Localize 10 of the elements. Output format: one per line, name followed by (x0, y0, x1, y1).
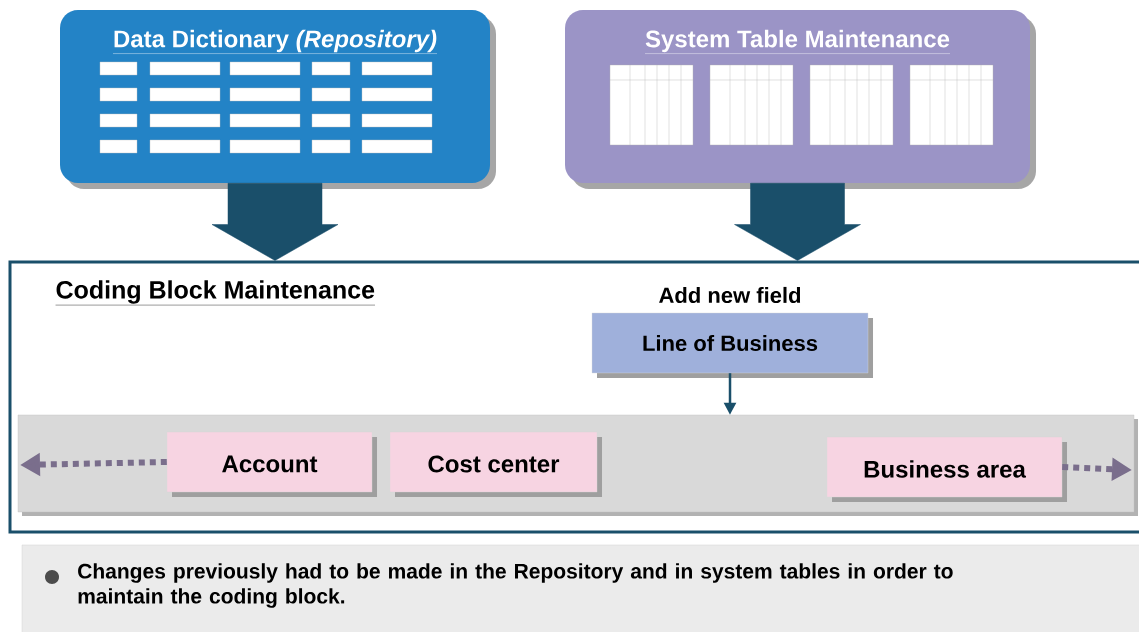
field-box: Business area (826, 436, 1067, 502)
panel-box: Data Dictionary (Repository) (60, 10, 496, 189)
arrow (211, 182, 339, 261)
field-box: Add new field Line of Business (591, 286, 873, 378)
panel-box: System Table Maintenance (565, 10, 1036, 189)
arrow (734, 182, 861, 261)
note-box: Changes previously had to be made in the Repository and in system tables in order to maintain the coding block. (21, 544, 1139, 632)
field-box: Cost center (389, 431, 602, 497)
node-label: Add new field (659, 286, 801, 304)
field-box: Account (166, 431, 377, 497)
